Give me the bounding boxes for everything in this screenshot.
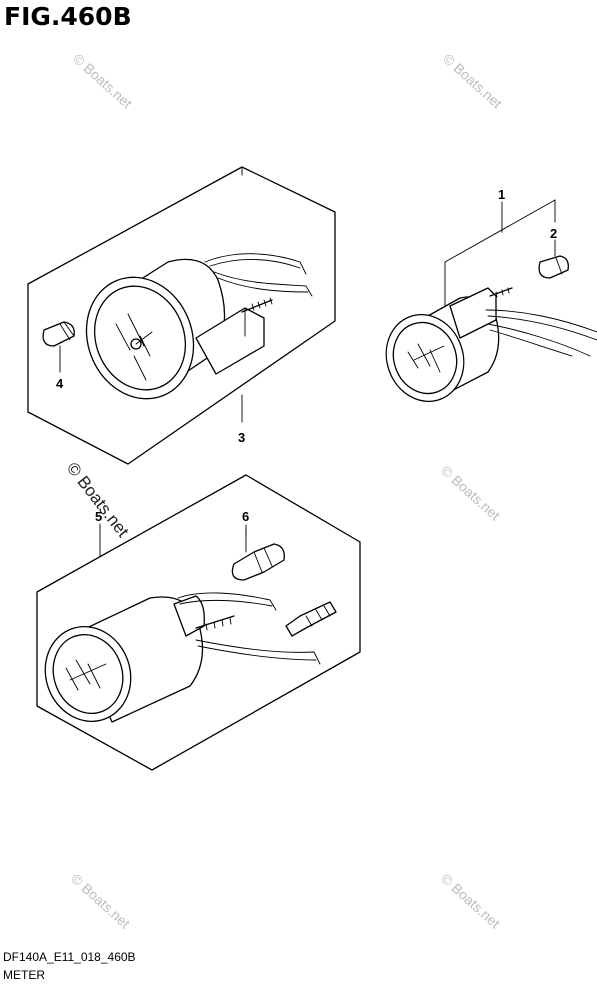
- watermark-top-left: © Boats.net: [70, 50, 135, 111]
- callout-1: 1: [498, 187, 505, 202]
- gauge-3: [85, 253, 313, 400]
- assembly-1: [444, 199, 556, 313]
- footer-drawing-code: DF140A_E11_018_460B: [3, 950, 136, 964]
- watermarks: © Boats.net © Boats.net © Boats.net © Bo…: [63, 50, 505, 931]
- gauge-5: [44, 592, 321, 723]
- watermark-bottom-right: © Boats.net: [438, 870, 503, 931]
- watermark-bottom-left: © Boats.net: [68, 870, 133, 931]
- footer-section-name: METER: [3, 968, 45, 982]
- bulb-4: [42, 321, 75, 373]
- figure-title: FIG.460B: [4, 2, 132, 31]
- bulb-6: [231, 527, 285, 581]
- callout-6: 6: [242, 509, 249, 524]
- box-outline-5: [36, 474, 361, 771]
- watermark-mid-right: © Boats.net: [438, 462, 503, 523]
- connector-pin: [285, 601, 337, 637]
- assembly-3-box: [27, 166, 336, 465]
- callout-4: 4: [56, 376, 64, 391]
- watermark-dark-center: © Boats.net: [63, 459, 133, 541]
- leader-1-bracket: [444, 199, 556, 313]
- callout-2: 2: [550, 226, 557, 241]
- callout-5: 5: [95, 509, 102, 524]
- callout-3: 3: [238, 430, 245, 445]
- gauge-1: [385, 287, 597, 402]
- watermark-top-right: © Boats.net: [440, 50, 505, 111]
- bulb-2: [538, 255, 569, 279]
